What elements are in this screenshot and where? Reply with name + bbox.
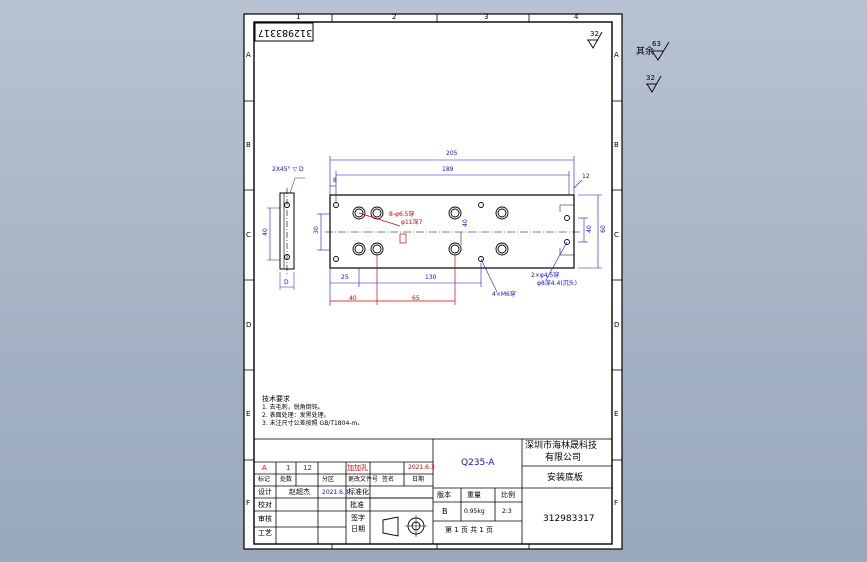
approve-label: 批准 xyxy=(350,501,364,509)
rev-header-date: 日期 xyxy=(412,476,425,483)
finish-sheet-value: 32 xyxy=(590,30,599,38)
rev-header-count: 处数 xyxy=(280,476,293,483)
zone-row-c: C xyxy=(246,231,251,239)
dim-bottom-130: 130 xyxy=(425,274,437,281)
dim-hole-40: 40 xyxy=(461,219,469,227)
rev-header-sign: 签名 xyxy=(382,476,395,483)
note-red-hole-2: φ11深7 xyxy=(401,219,423,226)
stage-value: B xyxy=(442,507,448,516)
tech-req-line-1: 1. 去毛刺，锐角倒钝。 xyxy=(262,404,324,411)
dim-red-40: 40 xyxy=(349,295,357,302)
zone-row-b: B xyxy=(246,141,251,149)
rev-header-zone: 分区 xyxy=(322,476,335,483)
material: Q235-A xyxy=(461,458,495,468)
note-right-holes: 2×φ4.5穿 xyxy=(531,272,560,279)
surface-finish-outside-symbol xyxy=(646,75,662,93)
rev-zone: 12 xyxy=(303,464,312,472)
part-name: 安装底板 xyxy=(547,473,584,483)
zone-col-3: 3 xyxy=(484,13,489,21)
note-red-hole: 8-φ6.5穿 xyxy=(389,211,415,218)
dim-bottom-25: 25 xyxy=(341,274,349,281)
zone-row-a-right: A xyxy=(614,51,619,59)
zone-row-e-right: E xyxy=(614,410,619,418)
tech-req-line-2: 2. 表面处理：发黑处理。 xyxy=(262,412,330,419)
role-process: 工艺 xyxy=(258,529,272,537)
surface-finish-symbol xyxy=(587,31,603,49)
role-check: 校对 xyxy=(258,501,272,509)
finish-other-value: 63 xyxy=(652,40,661,48)
side-view-bottom: D xyxy=(284,279,289,286)
dimension-lines xyxy=(317,156,602,306)
dim-offset-8: 8 xyxy=(333,177,337,184)
title-block xyxy=(253,438,613,545)
id-box xyxy=(254,22,314,42)
dim-189: 189 xyxy=(442,166,454,173)
zone-row-f-right: F xyxy=(614,499,619,507)
note-hole-thru: 4×M6穿 xyxy=(492,291,516,298)
zone-row-c-right: C xyxy=(614,231,619,239)
rev-date: 2021.6.3 xyxy=(408,464,435,471)
standardization-label: 标准化 xyxy=(348,488,369,496)
dim-12: 12 xyxy=(582,173,590,180)
design-date: 2021.6.3 xyxy=(322,489,349,496)
zone-row-a: A xyxy=(246,51,251,59)
projection-symbol-icon xyxy=(382,515,427,537)
dim-right-40: 40 xyxy=(585,225,593,233)
company-line-2: 有限公司 xyxy=(545,453,582,463)
zone-row-b-right: B xyxy=(614,141,619,149)
sheet-text: 第 1 页 共 1 页 xyxy=(445,526,494,534)
dim-overall-length: 205 xyxy=(446,150,458,157)
note-right-holes-2: φ8深4.4(沉头) xyxy=(537,280,577,287)
side-view-height: 40 xyxy=(261,228,269,236)
weight-value: 0.95kg xyxy=(464,508,485,515)
front-view xyxy=(325,194,580,269)
company-line-1: 深圳市海林晟科技 xyxy=(525,441,598,451)
sign-label: 签字 xyxy=(351,514,365,522)
tech-req-line-3: 3. 未注尺寸公差按照 GB/T1804-m。 xyxy=(262,420,364,427)
date-label: 日期 xyxy=(351,525,365,533)
side-view-top-label: 2X45° ▽ D xyxy=(272,166,304,173)
dim-red-65: 65 xyxy=(412,295,420,302)
rev-header-file: 更改文件号 xyxy=(348,476,379,483)
designer-name: 赵超杰 xyxy=(289,488,310,496)
dim-right-60: 60 xyxy=(599,225,607,233)
zone-row-d-right: D xyxy=(614,321,620,329)
finish-other-label: 其余 xyxy=(636,47,655,57)
scale-label: 比例 xyxy=(501,491,515,499)
rev-mark: A xyxy=(262,464,267,472)
rev-count: 1 xyxy=(286,464,291,472)
finish-outside-value: 32 xyxy=(646,74,655,82)
rev-header-mark: 标记 xyxy=(258,476,271,483)
zone-col-1: 1 xyxy=(296,13,301,21)
zone-row-f: F xyxy=(246,499,251,507)
surface-finish-other-symbol xyxy=(651,41,670,61)
weight-label: 重量 xyxy=(467,491,481,499)
drawing-number: 312983317 xyxy=(543,514,595,524)
stage-label: 版本 xyxy=(437,491,451,499)
rev-change: 加加孔 xyxy=(347,464,368,472)
zone-row-d: D xyxy=(246,321,252,329)
zone-col-4: 4 xyxy=(574,13,579,21)
role-review: 审核 xyxy=(258,515,272,523)
role-design: 设计 xyxy=(258,488,272,496)
zone-ticks xyxy=(244,14,622,549)
tech-req-title: 技术要求 xyxy=(262,395,290,403)
zone-row-e: E xyxy=(246,410,251,418)
id-box-text: 312983317 xyxy=(258,27,313,38)
red-annotations xyxy=(330,212,456,305)
scale-value: 2:3 xyxy=(502,508,512,515)
side-view xyxy=(267,177,305,290)
zone-col-2: 2 xyxy=(392,13,397,21)
dim-height-30: 30 xyxy=(312,226,320,234)
